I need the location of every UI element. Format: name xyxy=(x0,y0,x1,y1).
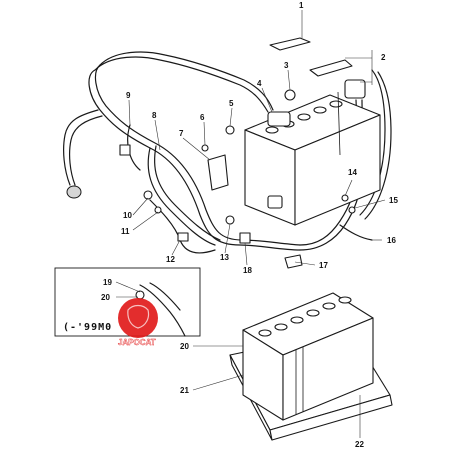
callout-numbers: 1 2 3 4 5 6 7 8 9 10 11 12 13 14 15 16 1… xyxy=(101,1,398,449)
callout-2: 2 xyxy=(381,53,386,62)
callout-19: 19 xyxy=(103,278,112,287)
callout-20-inset: 20 xyxy=(101,293,110,302)
watermark-text: JAPOCAT xyxy=(118,338,156,347)
callout-3: 3 xyxy=(284,61,289,70)
cable-harness xyxy=(63,51,392,254)
leader-lines xyxy=(115,10,386,438)
callout-7: 7 xyxy=(179,129,184,138)
callout-20: 20 xyxy=(180,342,189,351)
callout-5: 5 xyxy=(229,99,234,108)
watermark-logo: JAPOCAT xyxy=(118,298,158,347)
callout-17: 17 xyxy=(319,261,328,270)
upper-battery xyxy=(244,91,381,226)
callout-13: 13 xyxy=(220,253,229,262)
callout-6: 6 xyxy=(200,113,205,122)
callout-12: 12 xyxy=(166,255,175,264)
callout-1: 1 xyxy=(299,1,304,10)
callout-10: 10 xyxy=(123,211,132,220)
callout-11: 11 xyxy=(121,227,130,236)
callout-9: 9 xyxy=(126,91,131,100)
callout-15: 15 xyxy=(389,196,398,205)
small-parts xyxy=(66,37,366,269)
inset-note: (-'99M0 xyxy=(63,322,112,333)
lower-battery xyxy=(229,292,393,441)
callout-21: 21 xyxy=(180,386,189,395)
callout-22: 22 xyxy=(355,440,364,449)
callout-16: 16 xyxy=(387,236,396,245)
callout-8: 8 xyxy=(152,111,157,120)
callout-14: 14 xyxy=(348,168,357,177)
callout-18: 18 xyxy=(243,266,252,275)
callout-4: 4 xyxy=(257,79,262,88)
